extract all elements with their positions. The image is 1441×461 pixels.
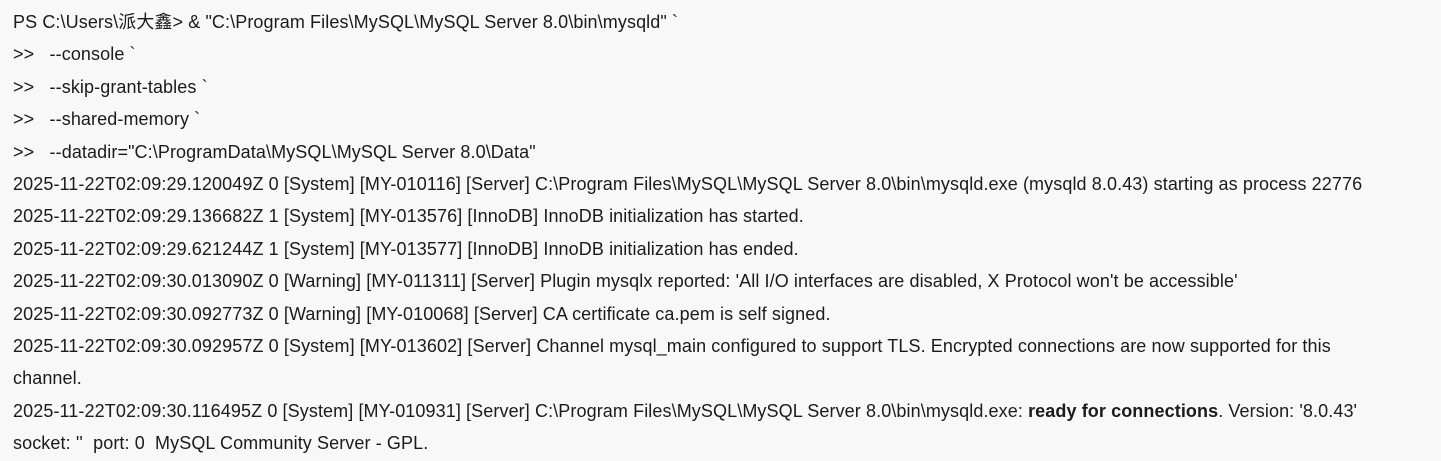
- log-line-warning-ca-certificate: 2025-11-22T02:09:30.092773Z 0 [Warning] …: [13, 298, 1428, 330]
- log-text-segment: >> --shared-memory `: [13, 109, 201, 130]
- log-text-segment: 2025-11-22T02:09:30.092957Z 0 [System] […: [13, 335, 1331, 356]
- log-text-segment: socket: '' port: 0 MySQL Community Serve…: [13, 433, 429, 454]
- log-line-innodb-init-ended: 2025-11-22T02:09:29.621244Z 1 [System] […: [13, 233, 1428, 265]
- log-text-segment: >> --console `: [13, 44, 136, 65]
- log-text-segment: >> --skip-grant-tables `: [13, 76, 208, 97]
- log-text-segment: 2025-11-22T02:09:29.136682Z 1 [System] […: [13, 206, 804, 227]
- log-text-segment: 2025-11-22T02:09:29.120049Z 0 [System] […: [13, 173, 1363, 194]
- continuation-line-skip-grant-tables: >> --skip-grant-tables `: [13, 71, 1428, 103]
- log-text-segment: 2025-11-22T02:09:30.092773Z 0 [Warning] …: [13, 303, 831, 324]
- continuation-line-datadir: >> --datadir="C:\ProgramData\MySQL\MySQL…: [13, 136, 1428, 168]
- log-line-ready-for-connections: 2025-11-22T02:09:30.116495Z 0 [System] […: [13, 395, 1428, 427]
- log-line-tls-channel: 2025-11-22T02:09:30.092957Z 0 [System] […: [13, 330, 1428, 362]
- log-text-segment: 2025-11-22T02:09:30.013090Z 0 [Warning] …: [13, 271, 1238, 292]
- continuation-line-console: >> --console `: [13, 38, 1428, 70]
- terminal-output: PS C:\Users\派大鑫> & "C:\Program Files\MyS…: [13, 6, 1428, 459]
- log-line-starting-process: 2025-11-22T02:09:29.120049Z 0 [System] […: [13, 168, 1428, 200]
- log-line-tls-channel-wrap: channel.: [13, 362, 1428, 394]
- log-text-segment: 2025-11-22T02:09:30.116495Z 0 [System] […: [13, 400, 1029, 421]
- log-text-segment: channel.: [13, 368, 82, 389]
- prompt-command-line: PS C:\Users\派大鑫> & "C:\Program Files\MyS…: [13, 6, 1428, 38]
- log-text-segment: PS C:\Users\派大鑫> & "C:\Program Files\MyS…: [13, 12, 679, 32]
- continuation-line-shared-memory: >> --shared-memory `: [13, 103, 1428, 135]
- log-text-segment: . Version: '8.0.43': [1218, 400, 1358, 421]
- log-text-segment: 2025-11-22T02:09:29.621244Z 1 [System] […: [13, 238, 799, 259]
- log-text-segment: >> --datadir="C:\ProgramData\MySQL\MySQL…: [13, 141, 536, 162]
- log-line-innodb-init-started: 2025-11-22T02:09:29.136682Z 1 [System] […: [13, 200, 1428, 232]
- log-text-bold-segment: ready for connections: [1028, 400, 1219, 421]
- log-line-warning-mysqlx: 2025-11-22T02:09:30.013090Z 0 [Warning] …: [13, 265, 1428, 297]
- log-line-ready-for-connections-wrap: socket: '' port: 0 MySQL Community Serve…: [13, 427, 1428, 459]
